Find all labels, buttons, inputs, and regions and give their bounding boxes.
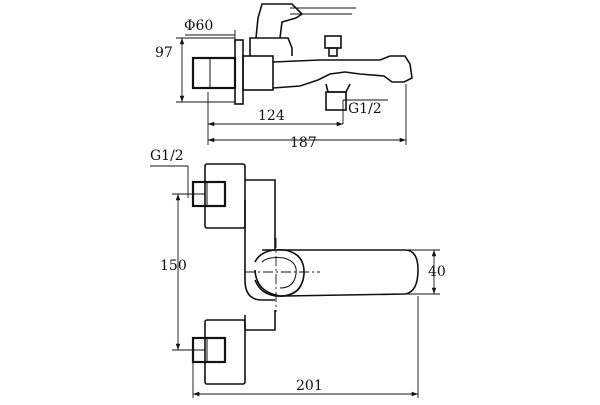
thread-top-label: G1/2 <box>348 101 382 117</box>
lever-plan <box>254 248 305 297</box>
eccentric-connector <box>191 56 237 90</box>
height-label: 97 <box>155 45 173 61</box>
dim-height: 97 <box>155 37 235 103</box>
dim-centres: 150 <box>160 193 205 351</box>
dim-diameter: Φ60 <box>184 18 236 40</box>
centres-label: 150 <box>160 258 187 274</box>
spout <box>272 55 413 89</box>
thread-bottom-label: G1/2 <box>150 148 184 164</box>
lever <box>255 3 304 39</box>
bottom-length-label: 201 <box>296 378 323 394</box>
diverter-knob <box>324 35 342 49</box>
dim-overall-length: 187 <box>208 84 407 151</box>
body-curve <box>244 230 275 301</box>
body-outline <box>244 179 276 331</box>
upper-flange <box>204 163 246 229</box>
front-view <box>191 163 419 385</box>
dim-spout-height: 40 <box>405 249 446 295</box>
dim-bottom-length: 201 <box>192 296 419 398</box>
dim-spout-offset: 124 G1/2 <box>207 92 388 145</box>
spout-plan <box>254 249 419 297</box>
mixer-body <box>242 55 274 91</box>
diameter-label: Φ60 <box>184 18 213 34</box>
overall-length-label: 187 <box>290 135 317 151</box>
lower-flange <box>204 319 246 385</box>
spout-height-label: 40 <box>428 264 446 280</box>
wall-flange <box>234 39 244 105</box>
shower-outlet <box>325 83 351 93</box>
spout-offset-label: 124 <box>258 108 285 124</box>
shower-outlet-thread <box>325 91 347 111</box>
side-view <box>191 3 413 111</box>
dim-thread-bottom: G1/2 <box>150 148 189 198</box>
cartridge-neck <box>249 37 293 56</box>
